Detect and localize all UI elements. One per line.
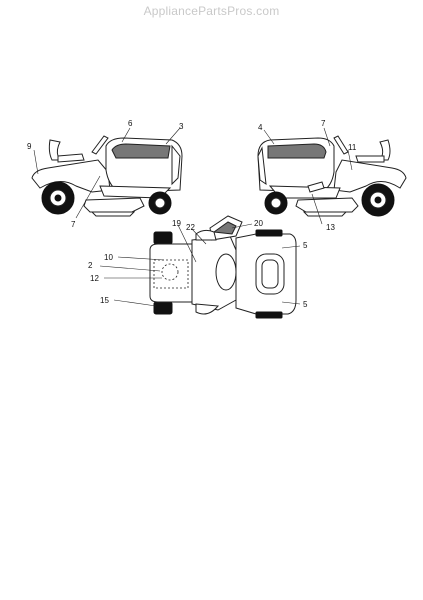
label-22: 22 — [186, 223, 195, 232]
label-13: 13 — [326, 223, 335, 232]
label-7-left: 7 — [71, 220, 76, 229]
label-6: 6 — [128, 119, 133, 128]
label-11: 11 — [348, 143, 357, 152]
label-12: 12 — [90, 274, 99, 283]
tractor-top-view — [149, 215, 297, 319]
label-7-right: 7 — [321, 119, 326, 128]
label-4: 4 — [258, 123, 263, 132]
label-5-top: 5 — [303, 241, 308, 250]
watermark: AppliancePartsPros.com — [143, 4, 280, 18]
label-10: 10 — [104, 253, 113, 262]
label-19: 19 — [172, 219, 181, 228]
tractor-side-view-left — [31, 135, 183, 217]
label-9: 9 — [27, 142, 32, 151]
label-20: 20 — [254, 219, 263, 228]
label-5-bottom: 5 — [303, 300, 308, 309]
label-15: 15 — [100, 296, 109, 305]
label-3: 3 — [179, 122, 184, 131]
tractor-side-view-right — [257, 135, 407, 217]
label-2: 2 — [88, 261, 93, 270]
